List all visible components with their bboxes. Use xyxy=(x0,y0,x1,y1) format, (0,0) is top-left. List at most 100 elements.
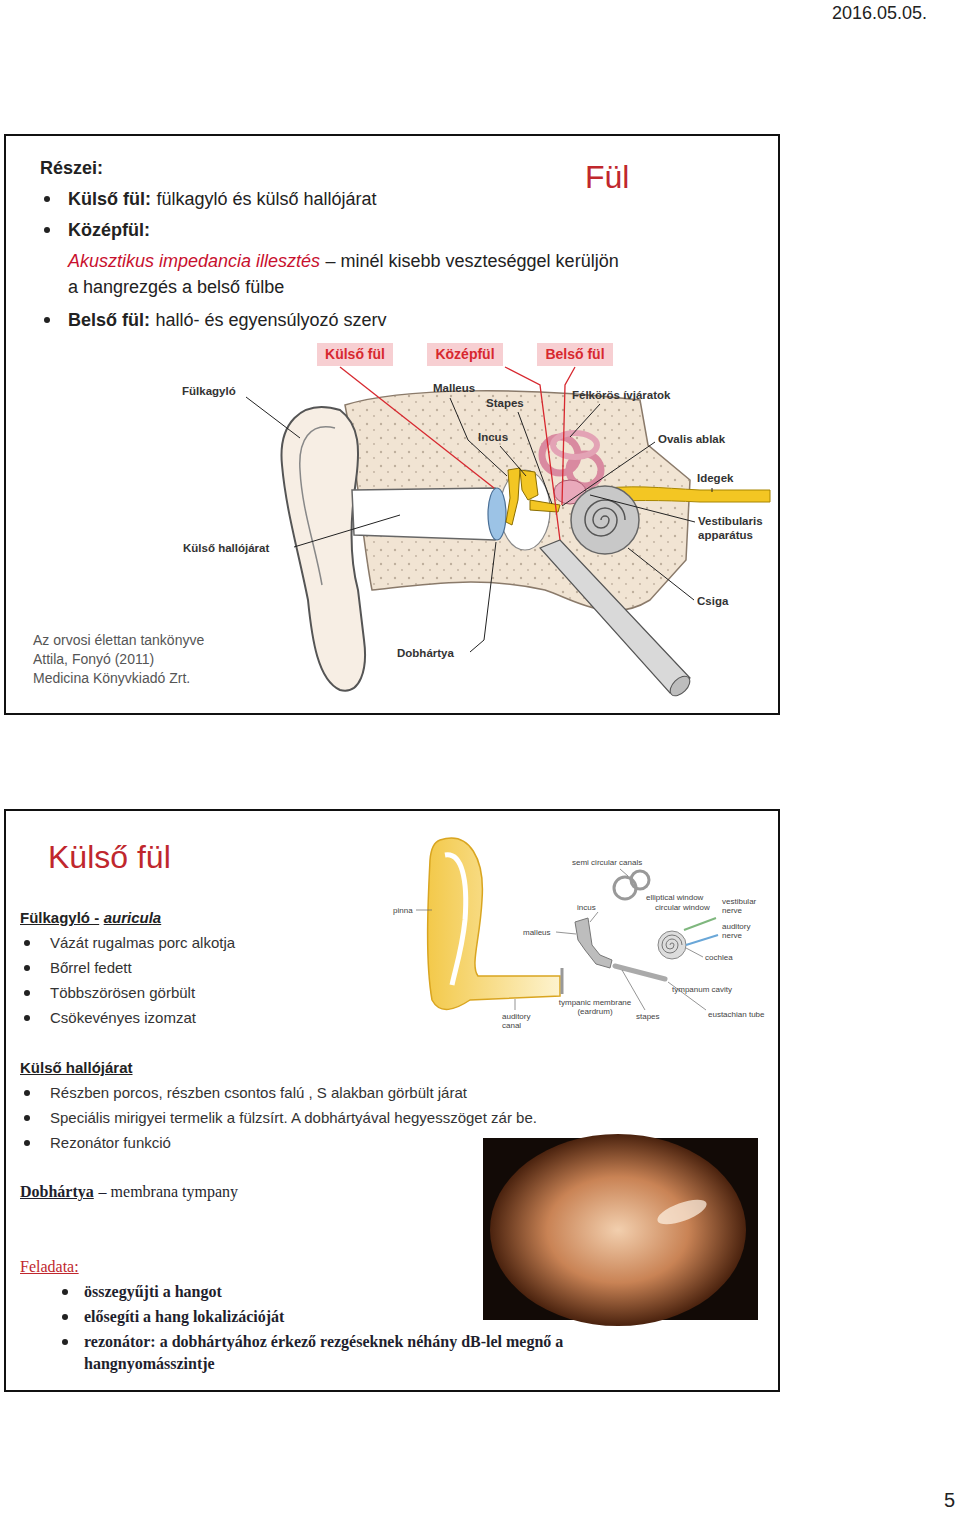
leader-line xyxy=(570,404,600,437)
part-label: Külső hallójárat xyxy=(183,541,269,555)
bullet-dot xyxy=(24,940,30,946)
text-line: Külső fül xyxy=(48,838,171,876)
part-label: Ovalis ablak xyxy=(658,432,725,446)
region-label-group: Belső fül xyxy=(545,346,604,363)
leader-line xyxy=(500,446,526,476)
text-line: Az orvosi élettan tankönyve xyxy=(33,631,204,649)
leader-line xyxy=(686,948,703,957)
part-label: eustachian tube xyxy=(708,1010,765,1019)
bullet-dot xyxy=(62,1289,68,1295)
part-label: auditory canal xyxy=(502,1012,538,1030)
slide-text: Rezonátor funkció xyxy=(50,1134,171,1151)
cochlea-spiral xyxy=(585,500,625,536)
leader-line xyxy=(470,542,496,652)
text-line: Vázát rugalmas porc alkotja xyxy=(50,933,235,953)
text-line: Fülkagyló -auricula xyxy=(20,908,161,928)
region-divider xyxy=(562,367,575,505)
part-label: Stapes xyxy=(486,396,524,410)
text-line: Dobhártya– membrana tympany xyxy=(20,1181,238,1203)
leader-line xyxy=(620,869,628,876)
semicircular-canal xyxy=(553,433,597,457)
text-line: Bőrrel fedett xyxy=(50,958,132,978)
part-label: Félkörös ívjáratok xyxy=(572,388,670,402)
slide-text: fülkagyló és külső hallójárat xyxy=(156,189,376,209)
ossicles xyxy=(575,918,612,968)
region-band: Középfül xyxy=(427,343,503,366)
slide-text: Akusztikus impedancia illesztés xyxy=(68,251,320,271)
part-label: Malleus xyxy=(433,381,475,395)
region-band: Külső fül xyxy=(317,343,393,366)
part-label: malleus xyxy=(523,928,551,937)
slide-text: Fül xyxy=(585,159,629,195)
leader-line xyxy=(628,548,694,600)
text-line: Attila, Fonyó (2011) xyxy=(33,650,154,668)
text-line: rezonátor: a dobhártyához érkező rezgése… xyxy=(84,1331,624,1375)
eardrum xyxy=(488,488,506,540)
slide-text: Az orvosi élettan tankönyve xyxy=(33,632,204,648)
slide-text: Részei: xyxy=(40,158,103,178)
eardrum-line xyxy=(561,968,564,994)
slide-text: Fülkagyló - xyxy=(20,909,99,926)
bullet-dot xyxy=(24,1115,30,1121)
text-line: Középfül: xyxy=(68,217,150,243)
text-line: Külső hallójárat xyxy=(20,1058,133,1078)
slide-text: Többszörösen görbült xyxy=(50,984,195,1001)
part-label: Idegek xyxy=(697,471,733,485)
leader-line xyxy=(590,912,598,922)
leader-line xyxy=(515,999,516,1010)
text-line: elősegíti a hang lokalizációját xyxy=(84,1306,284,1328)
nerve-line xyxy=(686,935,718,945)
eustachian-tube xyxy=(615,966,665,979)
bullet-dot xyxy=(24,1015,30,1021)
light-reflex xyxy=(654,1195,709,1230)
text-line: Részben porcos, részben csontos falú , S… xyxy=(50,1083,467,1103)
bullet-dot xyxy=(62,1339,68,1345)
slide-frame: Részei: Külső fül:fülkagyló és külső hall… xyxy=(6,136,778,713)
slide-text: Belső fül: xyxy=(68,310,150,330)
text-line: Medicina Könyvkiadó Zrt. xyxy=(33,669,190,687)
nerve-line xyxy=(684,918,716,930)
text-line: Többszörösen görbült xyxy=(50,983,195,1003)
slide-text: Attila, Fonyó (2011) xyxy=(33,651,154,667)
bullet-dot xyxy=(24,1090,30,1096)
ear-canal xyxy=(352,488,495,540)
leader-line xyxy=(590,495,695,522)
date-stamp: 2016.05.05. xyxy=(832,2,927,24)
malleus-bone xyxy=(506,468,520,525)
slide-text: Külső hallójárat xyxy=(20,1059,133,1076)
bullet-dot xyxy=(24,965,30,971)
slide-text: Speciális mirigyei termelik a fülzsírt. … xyxy=(50,1109,537,1126)
cochlea xyxy=(571,486,639,554)
semicircular-canal xyxy=(631,871,649,889)
slide-text: Részben porcos, részben csontos falú , S… xyxy=(50,1084,467,1101)
slide-text: Feladata: xyxy=(20,1258,79,1275)
text-line: Részei: xyxy=(40,155,103,181)
leader-lines xyxy=(246,397,712,652)
region-label: Belső fül xyxy=(545,346,604,362)
page-number: 5 xyxy=(944,1488,955,1512)
slide-text: Külső fül: xyxy=(68,189,151,209)
bullet-dot xyxy=(24,1140,30,1146)
leader-line xyxy=(294,515,400,547)
slide-text: Medicina Könyvkiadó Zrt. xyxy=(33,670,190,686)
slide-text: – membrana tympany xyxy=(99,1183,239,1200)
region-label: Középfül xyxy=(435,346,494,362)
part-label: Csiga xyxy=(697,594,728,608)
pinna-fold xyxy=(300,427,335,585)
pinna-outline xyxy=(282,407,365,691)
part-label: incus xyxy=(577,903,596,912)
text-line: Belső fül:halló- és egyensúlyozó szerv xyxy=(68,307,387,333)
part-label: tympanic membrane (eardrum) xyxy=(558,998,632,1016)
leader-line xyxy=(416,910,432,911)
part-label: Incus xyxy=(478,430,508,444)
part-label: tympanum cavity xyxy=(672,985,732,994)
text-line: Külső fül:fülkagyló és külső hallójárat xyxy=(68,186,377,212)
tube-end xyxy=(667,673,694,700)
eardrum-photo xyxy=(490,1134,746,1326)
cochlea xyxy=(658,931,686,959)
part-label: vestibular nerve xyxy=(722,897,764,915)
part-label: pinna xyxy=(393,906,413,915)
part-label: cochlea xyxy=(705,953,733,962)
slide-text: Vázát rugalmas porc alkotja xyxy=(50,934,235,951)
text-line: Csökevényes izomzat xyxy=(50,1008,196,1028)
